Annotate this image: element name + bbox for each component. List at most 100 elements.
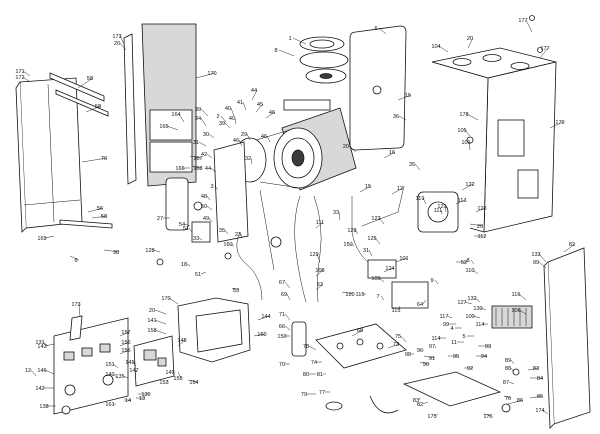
heat-exchanger-part (233, 107, 357, 191)
leader-line (87, 207, 104, 213)
callout-135: 135 (115, 374, 124, 380)
callout-18: 18 (181, 262, 187, 268)
leader-line (220, 115, 227, 123)
callout-77: 77 (319, 390, 325, 396)
callout-94: 94 (481, 354, 487, 360)
callout-157: 157 (121, 330, 130, 336)
callout-140: 140 (105, 372, 114, 378)
callout-141: 141 (147, 318, 156, 324)
leader-line (440, 209, 443, 215)
burner-part (165, 141, 249, 243)
callout-144: 144 (261, 314, 270, 320)
siphon-part (291, 321, 399, 414)
leader-line (468, 141, 471, 151)
callout-99: 99 (443, 322, 449, 328)
callout-31: 31 (193, 140, 199, 146)
callout-86: 86 (517, 398, 523, 404)
leader-line (30, 369, 37, 377)
leader-line (284, 325, 291, 331)
callout-12: 12 (397, 186, 403, 192)
callout-46: 46 (269, 110, 275, 116)
leader-line (154, 309, 167, 315)
callout-160: 160 (223, 242, 232, 248)
control-panel-part (53, 315, 129, 415)
leader-line (224, 229, 229, 235)
leader-line (525, 19, 533, 33)
leader-line (132, 361, 137, 367)
callout-177: 177 (518, 18, 527, 24)
callout-101: 101 (399, 256, 408, 262)
callout-166: 166 (175, 166, 184, 172)
callout-15: 15 (405, 93, 411, 99)
leader-line (400, 335, 407, 343)
callout-110: 110 (466, 268, 475, 274)
flow-pipe-part (236, 185, 405, 303)
leader-line (466, 113, 479, 121)
callout-88: 88 (505, 366, 511, 372)
leader-line (368, 249, 373, 257)
leader-line (446, 315, 453, 319)
callout-171: 171 (15, 69, 24, 75)
leader-line (119, 42, 127, 51)
leader-line (438, 45, 449, 53)
leader-line (91, 215, 108, 219)
callout-175: 175 (427, 414, 436, 420)
leader-line (398, 305, 401, 311)
callout-83: 83 (533, 366, 539, 372)
pcb-board-part (133, 335, 175, 387)
callout-119: 119 (416, 196, 425, 202)
callout-114: 114 (432, 336, 441, 342)
callout-29: 29 (241, 132, 247, 138)
leader-line (422, 299, 427, 305)
callout-128: 128 (145, 248, 154, 254)
callout-111: 111 (316, 220, 325, 226)
callout-133: 133 (531, 252, 540, 258)
callout-97: 97 (429, 344, 435, 350)
callout-91: 91 (429, 356, 435, 362)
callout-20: 20 (477, 224, 483, 230)
callout-9: 9 (430, 278, 433, 284)
expansion-vessel-part (349, 25, 407, 151)
leader-line (208, 133, 215, 139)
callout-71: 71 (279, 312, 285, 318)
leader-line (461, 183, 474, 191)
leader-line (315, 283, 324, 291)
callout-92: 92 (467, 366, 473, 372)
callout-66: 66 (279, 324, 285, 330)
leader-line (474, 297, 481, 303)
leader-line (469, 223, 484, 227)
leader-line (154, 329, 167, 335)
callout-1: 1 (288, 36, 291, 42)
callout-38: 38 (113, 250, 119, 256)
callout-125: 125 (367, 236, 376, 242)
callout-155: 155 (121, 348, 130, 354)
leader-line (242, 101, 247, 111)
callout-154: 154 (189, 380, 198, 386)
leader-line (184, 223, 191, 227)
callout-142: 142 (35, 386, 44, 392)
leader-line (397, 94, 412, 101)
leader-line (198, 237, 203, 241)
leader-line (278, 49, 295, 57)
callout-95: 95 (453, 354, 459, 360)
leader-line (542, 409, 549, 415)
leader-line (22, 76, 31, 83)
callout-11: 11 (451, 340, 457, 346)
callout-40: 40 (229, 116, 235, 122)
bottom-tray-part (402, 371, 502, 407)
callout-150: 150 (343, 242, 352, 248)
callout-160: 160 (257, 332, 266, 338)
leader-line (359, 185, 372, 193)
callout-156: 156 (121, 340, 130, 346)
leader-line (444, 205, 447, 213)
callout-168: 168 (193, 166, 202, 172)
leader-line (166, 379, 169, 383)
leader-line (378, 27, 387, 35)
pump-part (367, 191, 459, 309)
leader-line (178, 113, 185, 123)
callout-116: 116 (512, 292, 521, 298)
leader-line (510, 359, 515, 365)
callout-99: 99 (533, 260, 539, 266)
leader-line (475, 207, 486, 213)
callout-123: 123 (477, 206, 486, 212)
